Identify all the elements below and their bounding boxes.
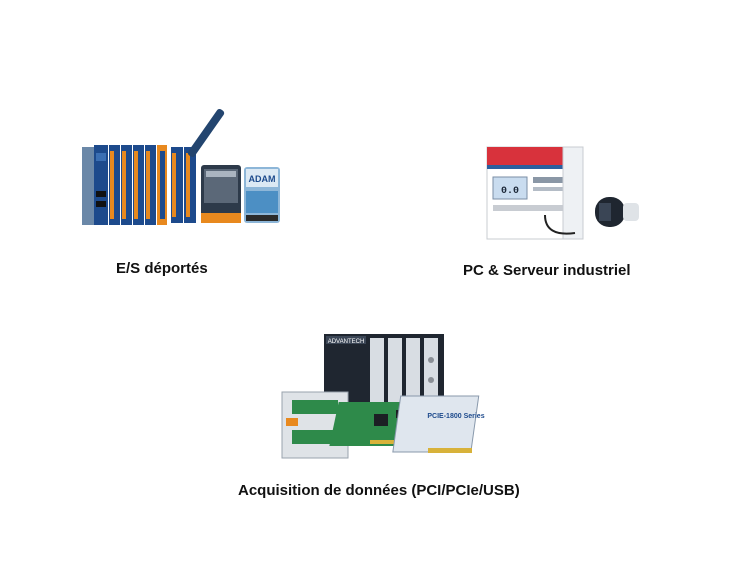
data-acquisition-cards-icon: ADVANTECH PCIE-1800 Series	[281, 334, 485, 459]
remote-io-modules-icon: ADAM	[82, 108, 280, 225]
meter-reading: 0.0	[501, 186, 519, 197]
adam-label: ADAM	[249, 174, 276, 184]
remote-io-tile[interactable]: ADAM	[76, 95, 286, 235]
caption-remote-io[interactable]: E/S déportés	[116, 260, 208, 277]
data-acquisition-tile[interactable]: ADVANTECH PCIE-1800 Series	[278, 330, 493, 465]
caption-industrial-pc[interactable]: PC & Serveur industriel	[463, 262, 631, 279]
industrial-pc-energy-meter-icon: 0.0	[486, 146, 639, 240]
pcie-label: PCIE-1800 Series	[427, 413, 484, 420]
caption-data-acquisition[interactable]: Acquisition de données (PCI/PCIe/USB)	[238, 482, 520, 499]
industrial-pc-tile[interactable]: 0.0	[485, 145, 645, 245]
advantech-label: ADVANTECH	[328, 339, 365, 345]
